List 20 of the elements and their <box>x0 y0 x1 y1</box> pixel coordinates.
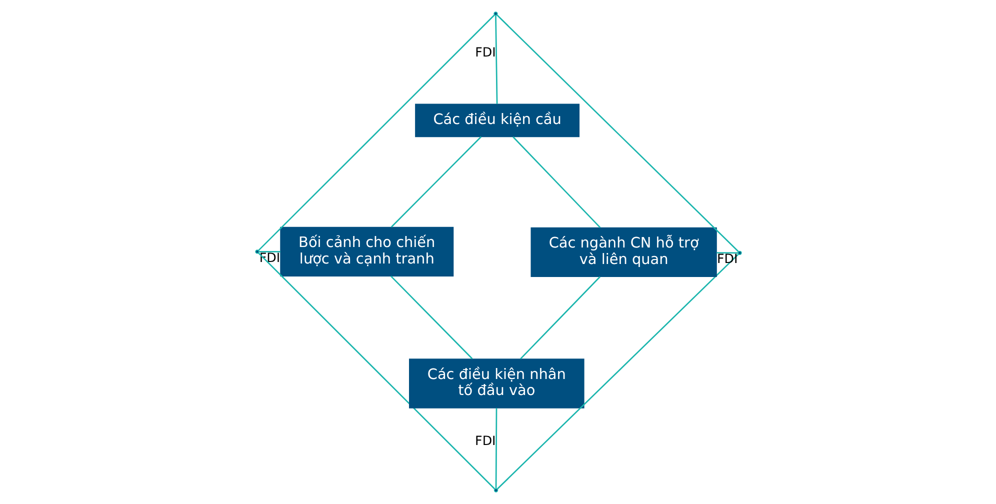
edge-label: FDI <box>474 432 496 448</box>
connector <box>520 276 600 360</box>
node-point <box>737 250 742 255</box>
connector <box>512 136 600 228</box>
edge-label: FDI <box>474 44 496 60</box>
node-box: Các điều kiện cầu <box>414 104 580 138</box>
node-point <box>254 250 259 254</box>
connector <box>496 254 738 490</box>
node-box: Các điều kiện nhân tố đầu vào <box>408 358 584 408</box>
connector <box>390 136 482 228</box>
connector <box>258 14 494 251</box>
connector <box>496 14 738 252</box>
node-box: Các ngành CN hỗ trợ và liên quan <box>530 227 716 278</box>
connector <box>390 276 472 360</box>
node-box: Bối cảnh cho chiến lược và cạnh tranh <box>280 226 454 277</box>
node-point <box>493 488 498 492</box>
connector <box>494 16 498 104</box>
connector <box>258 252 495 490</box>
connector <box>494 408 497 488</box>
node-point <box>493 12 498 16</box>
